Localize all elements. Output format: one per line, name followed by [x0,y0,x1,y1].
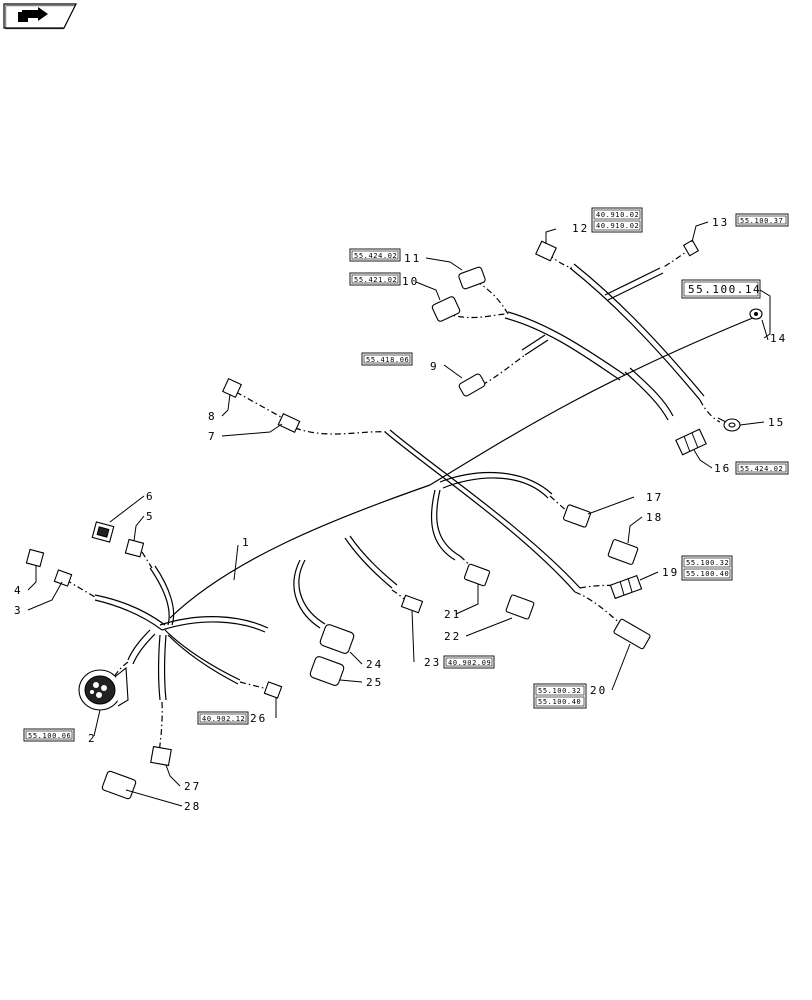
connector-19 [609,574,643,600]
connector-10 [431,296,461,322]
connector-4 [25,548,45,568]
ref-link-2[interactable]: 55.100.06 [23,728,75,742]
ref-link-9[interactable]: 55.418.06 [361,352,413,366]
connector-11 [458,266,486,290]
callout-20[interactable]: 20 [590,684,607,697]
connector-5 [124,538,145,558]
callout-22[interactable]: 22 [444,630,461,643]
ref-link-26[interactable]: 40.902.12 [197,711,249,725]
svg-text:40.910.02: 40.910.02 [596,211,639,219]
callout-7[interactable]: 7 [208,430,217,443]
svg-text:55.100.32: 55.100.32 [686,559,729,567]
connection-lines [65,247,763,761]
callout-12[interactable]: 12 [572,222,589,235]
callout-17[interactable]: 17 [646,491,663,504]
svg-text:55.100.40: 55.100.40 [538,698,581,706]
svg-text:55.424.02: 55.424.02 [354,252,397,260]
ref-link-13[interactable]: 55.100.37 [735,213,789,227]
ref-link-12[interactable]: 40.910.02 40.910.02 [591,207,643,233]
ref-link-10[interactable]: 55.421.02 [349,272,401,286]
ref-link-20[interactable]: 55.100.32 55.100.40 [533,683,587,709]
connector-26 [263,681,283,699]
callout-5[interactable]: 5 [146,510,155,523]
callout-19[interactable]: 19 [662,566,679,579]
svg-text:55.100.40: 55.100.40 [686,570,729,578]
callout-9[interactable]: 9 [430,360,439,373]
svg-text:55.100.06: 55.100.06 [28,732,71,740]
callout-24[interactable]: 24 [366,658,383,671]
ref-link-16[interactable]: 55.424.02 [735,461,789,475]
reference-boxes: 55.100.06 55.418.06 55.421.02 55.424.02 … [23,207,789,742]
connector-18 [607,539,639,565]
harness-wires [94,263,761,701]
connector-23 [400,594,424,614]
leader-lines [27,221,771,807]
callout-23[interactable]: 23 [424,656,441,669]
arrow-right-icon [18,7,48,22]
ref-link-23[interactable]: 40.902.09 [443,655,495,669]
connector-9 [458,373,486,397]
callout-14[interactable]: 14 [770,332,787,345]
ref-link-11[interactable]: 55.424.02 [349,248,401,262]
connector-12 [535,240,557,262]
ring-terminal-15 [717,417,741,432]
connector-6 [91,521,115,543]
callout-21[interactable]: 21 [444,608,461,621]
round-connector-2 [78,666,129,711]
callout-3[interactable]: 3 [14,604,23,617]
connector-3 [53,569,73,587]
svg-text:40.910.02: 40.910.02 [596,222,639,230]
svg-text:55.100.14: 55.100.14 [688,283,761,296]
callout-8[interactable]: 8 [208,410,217,423]
ring-terminal-14 [749,308,763,320]
svg-text:55.418.06: 55.418.06 [366,356,409,364]
connector-7 [277,413,301,433]
callout-10[interactable]: 10 [402,275,419,288]
callout-4[interactable]: 4 [14,584,23,597]
connector-27 [150,745,172,767]
callout-numbers: 1 2 3 4 5 6 7 8 9 10 11 12 13 14 15 16 1… [14,216,787,813]
connector-8 [221,377,243,399]
callout-6[interactable]: 6 [146,490,155,503]
svg-text:55.424.02: 55.424.02 [740,465,783,473]
callout-13[interactable]: 13 [712,216,729,229]
connector-16 [675,428,707,456]
callout-16[interactable]: 16 [714,462,731,475]
connector-22 [505,594,535,620]
callout-11[interactable]: 11 [404,252,421,265]
connector-25 [309,656,345,686]
callout-2[interactable]: 2 [88,732,97,745]
svg-text:55.100.32: 55.100.32 [538,687,581,695]
connector-24 [319,624,355,654]
connector-21 [463,563,491,587]
callout-27[interactable]: 27 [184,780,201,793]
connector-17 [563,504,591,528]
connector-20 [613,618,651,650]
connector-28 [101,770,137,800]
callout-28[interactable]: 28 [184,800,201,813]
svg-text:55.421.02: 55.421.02 [354,276,397,284]
callout-18[interactable]: 18 [646,511,663,524]
svg-text:55.100.37: 55.100.37 [740,217,783,225]
connector-parts [25,239,763,800]
callout-26[interactable]: 26 [250,712,267,725]
ref-link-14[interactable]: 55.100.14 [681,279,761,299]
callout-15[interactable]: 15 [768,416,785,429]
svg-text:40.902.12: 40.902.12 [202,715,245,723]
nav-tab[interactable] [3,3,77,30]
svg-text:40.902.09: 40.902.09 [448,659,491,667]
callout-25[interactable]: 25 [366,676,383,689]
ref-link-19[interactable]: 55.100.32 55.100.40 [681,555,733,581]
connector-13 [682,239,700,257]
callout-1[interactable]: 1 [242,536,251,549]
